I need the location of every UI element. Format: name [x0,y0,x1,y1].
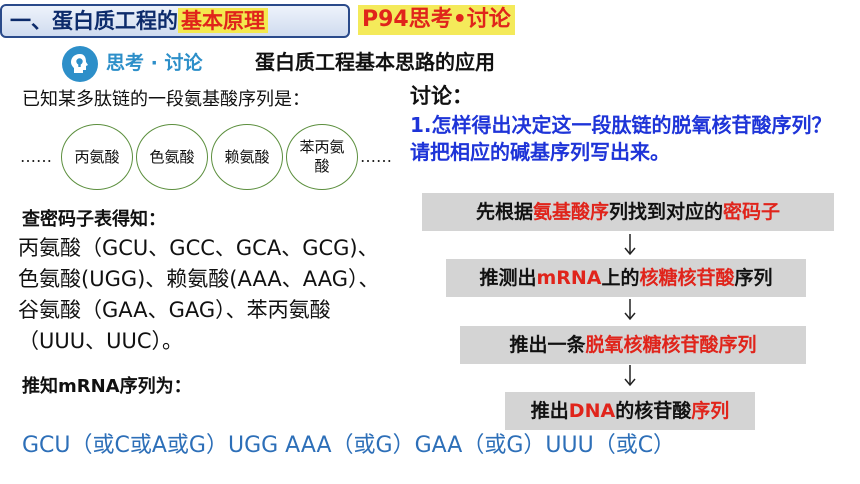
step-text: 先根据 [475,201,533,223]
title-highlight: 基本原理 [178,8,268,33]
known-sequence-text: 已知某多肽链的一段氨基酸序列是： [22,89,310,110]
amino-acid-label: 赖氨酸 [224,147,270,166]
step-text: 序列 [734,267,773,289]
codon-line: 丙氨酸（GCU、GCC、GCA、GCG)、 [18,236,379,260]
lightbulb-head-icon [62,46,98,82]
title-prefix: 一、蛋白质工程的 [10,9,178,33]
flow-step-2: 推测出mRNA上的核糖核苷酸序列 [446,259,806,297]
step-keyword: DNA [568,400,616,422]
down-arrow-icon [624,299,636,321]
step-keyword: 脱氧核糖核苷酸序列 [585,334,757,356]
down-arrow-icon [624,365,636,387]
step-keyword: 密码子 [723,201,781,223]
codon-lookup-heading: 查密码子表得知： [22,209,166,230]
step-keyword: 序列 [691,400,730,422]
amino-acid-label: 苯丙氨酸 [299,138,345,175]
flow-step-1: 先根据氨基酸序列找到对应的密码子 [422,193,834,231]
flow-step-4: 推出DNA的核苷酸序列 [505,392,755,430]
step-text: 列找到对应的 [609,201,724,223]
amino-acid-label: 丙氨酸 [74,147,120,166]
chain-left-dots: …… [20,147,52,166]
slide-title: 一、蛋白质工程的基本原理 [0,4,350,38]
step-keyword: 核糖核苷酸 [639,267,735,289]
section-heading: 蛋白质工程基本思路的应用 [255,50,495,74]
amino-acid-circle: 丙氨酸 [61,124,133,190]
flow-step-3: 推出一条脱氧核糖核苷酸序列 [460,326,806,364]
page-reference: P94思考•讨论 [358,5,515,35]
codon-line: 色氨酸(UGG)、赖氨酸(AAA、AAG）、 [18,267,380,291]
amino-acid-circle: 苯丙氨酸 [286,124,358,190]
mrna-sequence: GCU（或C或A或G）UGG AAA（或G）GAA（或G）UUU（或C） [22,433,676,458]
step-keyword: 氨基酸序 [532,201,609,223]
step-text: 推测出 [479,267,537,289]
step-text: 上的 [601,267,640,289]
amino-acid-circle: 赖氨酸 [211,124,283,190]
step-text: 的核苷酸 [615,400,692,422]
amino-acid-circle: 色氨酸 [136,124,208,190]
step-text: 推出一条 [509,334,586,356]
step-keyword: mRNA [536,267,602,289]
think-discuss-label: 思考 · 讨论 [106,52,203,74]
amino-acid-label: 色氨酸 [149,147,195,166]
step-text: 推出 [530,400,569,422]
down-arrow-icon [624,234,636,256]
codon-line: （UUU、UUC）。 [18,329,184,353]
codon-line: 谷氨酸（GAA、GAG）、苯丙氨酸 [18,298,331,322]
chain-right-dots: …… [360,147,392,166]
discussion-question: 1.怎样得出决定这一段肽链的脱氧核苷酸序列？请把相应的碱基序列写出来。 [410,113,832,164]
mrna-heading: 推知mRNA序列为： [22,376,192,397]
discussion-heading: 讨论： [410,84,473,108]
